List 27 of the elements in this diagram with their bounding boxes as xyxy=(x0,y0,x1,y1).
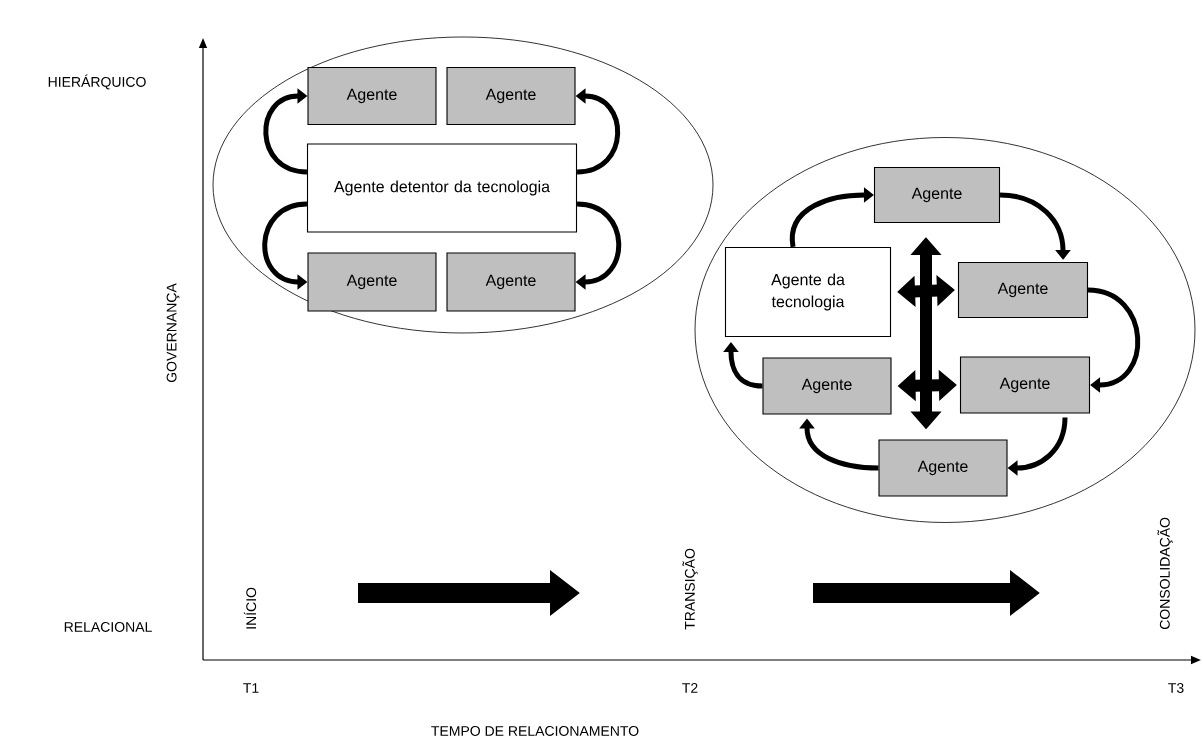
axis-title: TEMPO DE RELACIONAMENTO xyxy=(431,726,639,736)
agent-box: Agente xyxy=(957,261,1089,319)
oval-outline xyxy=(212,36,714,334)
agent-box: Agente xyxy=(446,252,576,312)
agent-box: Agente xyxy=(307,66,437,126)
phase-label: CONSOLIDAÇÃO xyxy=(1157,517,1173,630)
agent-box: Agente xyxy=(446,66,576,126)
curved-arrow xyxy=(789,187,874,248)
agent-box: Agente xyxy=(307,252,437,312)
tick-label: T2 xyxy=(682,683,698,693)
phase-label: TRANSIÇÃO xyxy=(682,548,698,630)
phase-label: INÍCIO xyxy=(243,587,257,629)
curved-arrow xyxy=(723,342,763,389)
axis-label: RELACIONAL xyxy=(64,622,152,632)
agent-box: Agente da tecnologia xyxy=(724,246,892,338)
tick-label: T3 xyxy=(1168,683,1184,693)
agent-box: Agente detentor da tecnologia xyxy=(306,143,578,233)
axis-label: HIERÁRQUICO xyxy=(48,74,146,90)
tick-label: T1 xyxy=(243,683,259,693)
axis-title: GOVERNANÇA xyxy=(166,283,180,383)
agent-box: Agente xyxy=(959,356,1091,414)
curved-arrow xyxy=(1087,287,1141,393)
agent-box: Agente xyxy=(878,439,1008,497)
curved-arrow xyxy=(999,192,1071,260)
curved-arrow xyxy=(263,88,308,175)
agent-box: Agente xyxy=(762,357,892,415)
agent-box: Agente xyxy=(873,166,1001,224)
